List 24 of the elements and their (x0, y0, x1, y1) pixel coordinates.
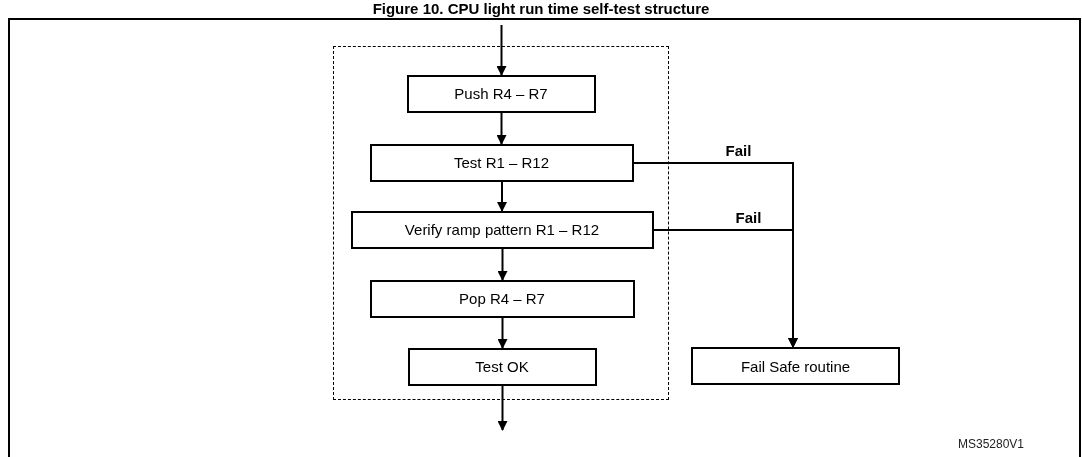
node-text: Verify ramp pattern R1 – R12 (404, 221, 600, 238)
node-text: Push R4 – R7 (454, 85, 548, 102)
arrow (497, 248, 508, 281)
node-text: Fail Safe routine (740, 357, 851, 375)
process-box (369, 279, 635, 318)
node-text: Pop R4 – R7 (459, 290, 545, 307)
process-box (406, 74, 596, 113)
arrow (496, 112, 507, 145)
arrow (497, 385, 508, 431)
arrow (653, 229, 798, 348)
figure-id-label: MS35280V1 (958, 437, 1025, 451)
dashed-group-box (333, 46, 669, 400)
arrow (496, 24, 507, 76)
edge-label: Fail (735, 210, 762, 226)
node-text: Test R1 – R12 (453, 154, 549, 171)
process-box (691, 347, 900, 385)
node-text: Test OK (475, 358, 529, 375)
process-box (350, 210, 654, 249)
figure-title: Figure 10. CPU light run time self-test structure (371, 0, 711, 18)
process-box (407, 347, 597, 386)
process-box (369, 143, 634, 182)
edge-label: Fail (725, 143, 752, 159)
arrow (497, 317, 508, 349)
arrow (497, 181, 507, 212)
